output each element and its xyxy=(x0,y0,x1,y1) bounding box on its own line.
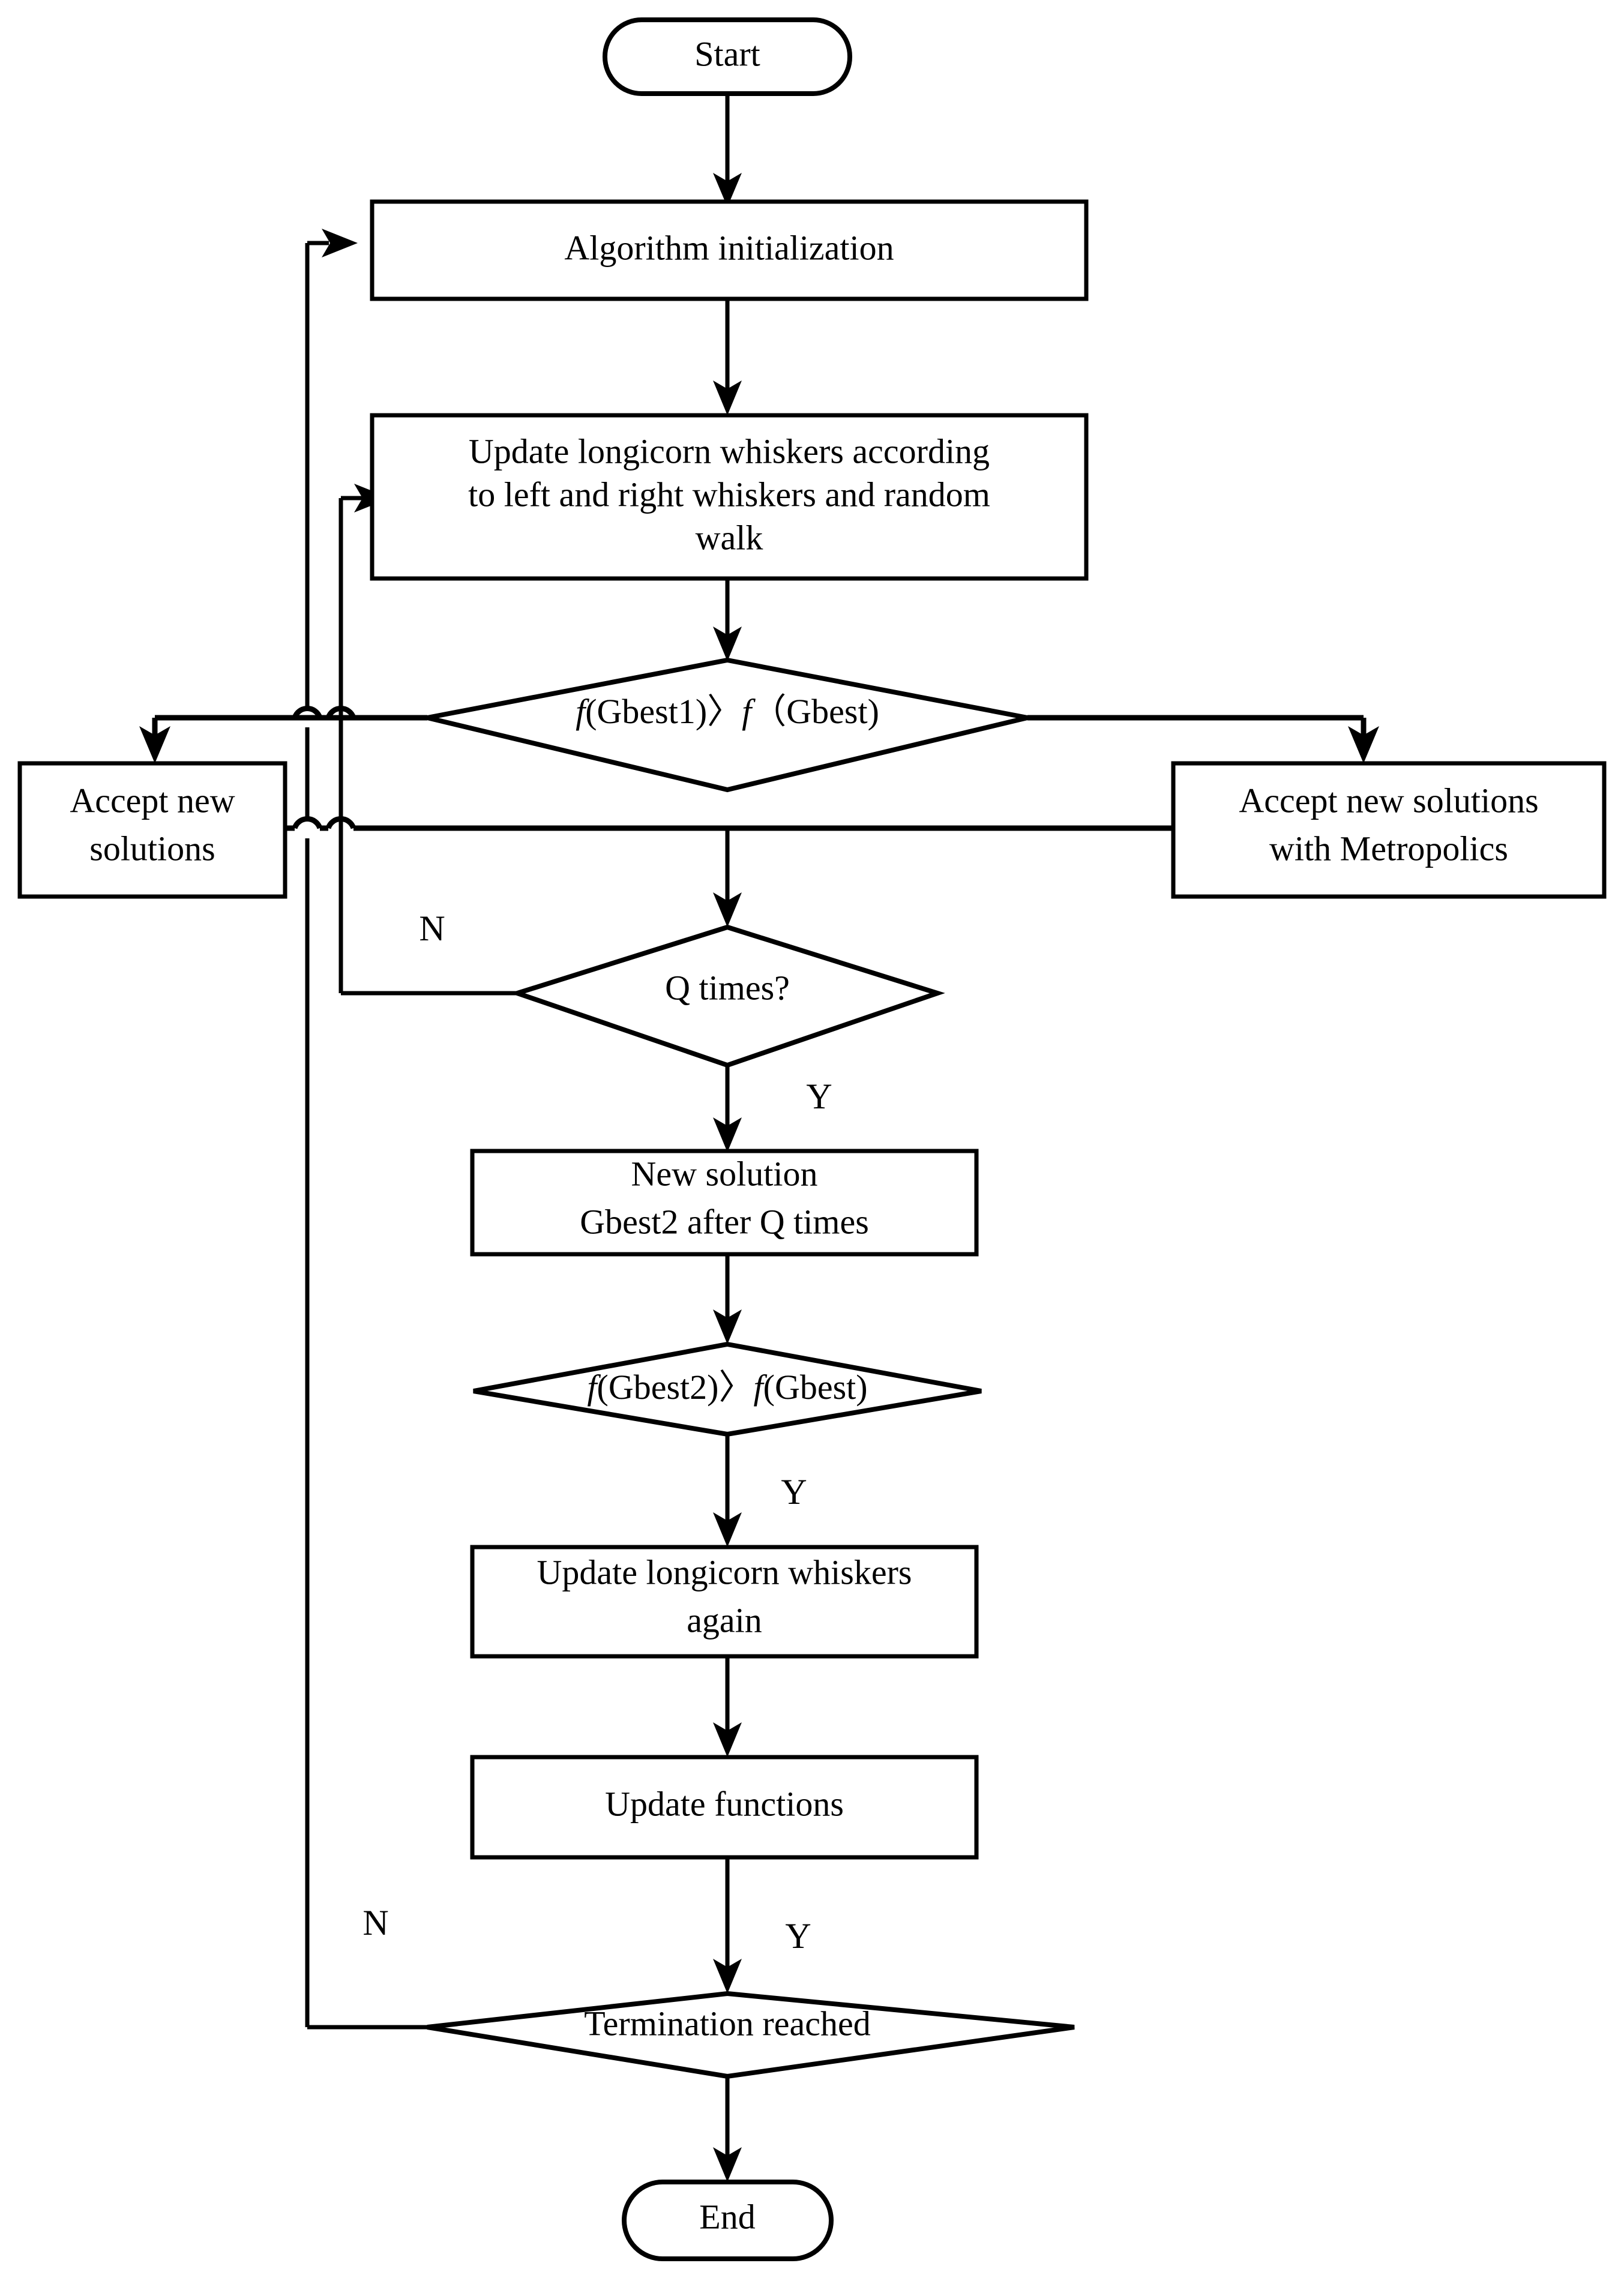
edge-decision1-left xyxy=(139,706,427,763)
formula2-gt: 〉 xyxy=(718,1368,753,1407)
node-update-functions[interactable]: Update functions xyxy=(470,1755,979,1860)
node-decision-gbest2-label: f(Gbest2)〉f(Gbest) xyxy=(587,1368,867,1407)
node-decision-gbest1[interactable]: f(Gbest1)〉f（Gbest) xyxy=(427,657,1028,793)
edge-newsolution-to-decision2 xyxy=(713,1254,742,1344)
node-start[interactable]: Start xyxy=(603,17,852,96)
node-decision-termination[interactable]: Termination reached xyxy=(427,1991,1075,2079)
node-decision-q-times[interactable]: Q times? xyxy=(510,924,945,1068)
edge-label-termination-no: N xyxy=(362,1903,388,1943)
node-decision-gbest2[interactable]: f(Gbest2)〉f(Gbest) xyxy=(473,1341,982,1437)
node-end[interactable]: End xyxy=(622,2180,834,2261)
edge-termination-yes-to-end xyxy=(713,2076,742,2182)
edge-init-to-update xyxy=(713,298,742,415)
node-update-whiskers-line3: walk xyxy=(696,518,763,557)
formula-b: （Gbest) xyxy=(751,692,879,731)
node-update-longicorn-whiskers[interactable]: Update longicorn whiskers according to l… xyxy=(370,413,1089,581)
node-accept-right-line1: Accept new solutions xyxy=(1239,781,1538,820)
edge-accept-merge-to-q xyxy=(281,816,1173,927)
edge-termination-no-feedback xyxy=(305,229,427,2030)
formula-a: (Gbest1) xyxy=(585,692,707,731)
node-accept-left-line2: solutions xyxy=(89,829,215,868)
edge-update-to-decision1 xyxy=(713,577,742,661)
node-accept-new-solutions-left[interactable]: Accept new solutions xyxy=(17,761,287,899)
edge-label-termination-yes: Y xyxy=(785,1916,811,1956)
edge-functions-to-termination xyxy=(713,1857,742,1994)
node-accept-left-line1: Accept new xyxy=(70,781,235,820)
node-new-solution-line1: New solution xyxy=(631,1154,818,1193)
formula2-a: (Gbest2) xyxy=(597,1368,719,1407)
node-update-again-line2: again xyxy=(687,1600,762,1639)
node-update-functions-label: Update functions xyxy=(605,1784,844,1823)
edge-label-q-no: N xyxy=(419,909,445,948)
node-update-again-line1: Update longicorn whiskers xyxy=(537,1552,912,1591)
node-update-whiskers-line1: Update longicorn whiskers according xyxy=(469,431,990,470)
formula-gt: 〉 xyxy=(707,692,742,731)
formula2-b: (Gbest) xyxy=(763,1368,868,1407)
node-accept-new-solutions-metropolics[interactable]: Accept new solutions with Metropolics xyxy=(1171,761,1607,899)
node-new-solution[interactable]: New solution Gbest2 after Q times xyxy=(470,1149,979,1257)
node-init-label: Algorithm initialization xyxy=(564,228,894,267)
node-start-label: Start xyxy=(694,34,760,73)
edge-q-yes-to-newsolution xyxy=(713,1065,742,1152)
edge-updateagain-to-functions xyxy=(713,1656,742,1757)
node-new-solution-line2: Gbest2 after Q times xyxy=(580,1202,869,1241)
edge-label-q-yes: Y xyxy=(806,1077,832,1116)
node-update-whiskers-line2: to left and right whiskers and random xyxy=(468,475,990,514)
edge-decision1-right xyxy=(1027,715,1379,763)
node-decision-q-label: Q times? xyxy=(665,968,790,1007)
node-update-whiskers-again[interactable]: Update longicorn whiskers again xyxy=(470,1545,979,1659)
node-accept-right-line2: with Metropolics xyxy=(1269,829,1508,868)
node-decision-termination-label: Termination reached xyxy=(584,2004,870,2043)
edge-label-gbest2-yes: Y xyxy=(781,1472,807,1512)
node-end-label: End xyxy=(699,2197,755,2236)
node-algorithm-initialization[interactable]: Algorithm initialization xyxy=(370,199,1089,301)
edge-start-to-init xyxy=(713,94,742,207)
node-decision-gbest1-label: f(Gbest1)〉f（Gbest) xyxy=(576,692,879,731)
edge-decision2-yes xyxy=(713,1434,742,1547)
